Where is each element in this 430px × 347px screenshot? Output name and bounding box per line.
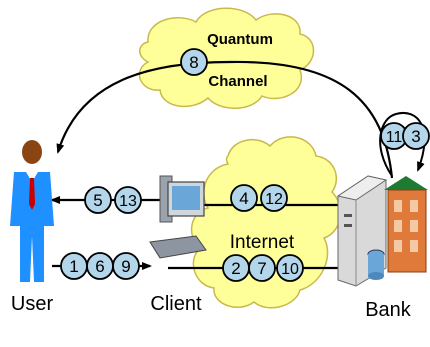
- step-number: 12: [265, 191, 283, 208]
- step-circle: 7: [248, 254, 276, 282]
- quantum-channel-cloud: [138, 7, 315, 109]
- step-number: 10: [281, 261, 299, 278]
- quantum-label: Quantum: [207, 31, 273, 48]
- step-number: 1: [69, 257, 78, 276]
- user-collar: [26, 172, 38, 182]
- step-circle: 1: [60, 252, 88, 280]
- client-keyboard: [149, 235, 207, 259]
- step-number: 8: [189, 53, 198, 72]
- bank-building: [384, 176, 428, 273]
- step-circle: 11: [380, 122, 408, 150]
- channel-label: Channel: [208, 73, 267, 90]
- user-head: [22, 140, 42, 164]
- internet-cloud: [190, 136, 342, 309]
- client-screen: [172, 186, 200, 210]
- bank-server: [336, 175, 388, 287]
- step-circle: 6: [86, 252, 114, 280]
- step-number: 7: [257, 259, 266, 278]
- user-tie: [29, 178, 35, 210]
- quantum-channel-arrow: [56, 60, 394, 179]
- client-computer: [149, 175, 207, 259]
- step-number: 4: [239, 189, 248, 208]
- step-number: 3: [411, 127, 420, 146]
- step-circle: 13: [114, 186, 142, 214]
- step-circle: 2: [222, 254, 250, 282]
- step-circle: 8: [180, 48, 208, 76]
- user-figure: [10, 140, 54, 282]
- user-body: [10, 172, 54, 282]
- step-number: 2: [231, 259, 240, 278]
- client-label: Client: [150, 293, 202, 315]
- bank-label: Bank: [365, 299, 412, 321]
- step-number: 6: [95, 257, 104, 276]
- step-number: 13: [119, 193, 137, 210]
- step-circle: 4: [230, 184, 258, 212]
- step-number: 11: [386, 129, 403, 146]
- step-circle: 3: [402, 122, 430, 150]
- step-circle: 12: [260, 184, 288, 212]
- step-number: 9: [121, 257, 130, 276]
- step-circle: 5: [84, 186, 112, 214]
- step-circle: 9: [112, 252, 140, 280]
- internet-label: Internet: [230, 232, 295, 253]
- step-circle: 10: [276, 254, 304, 282]
- step-number: 5: [93, 191, 102, 210]
- user-label: User: [11, 293, 54, 315]
